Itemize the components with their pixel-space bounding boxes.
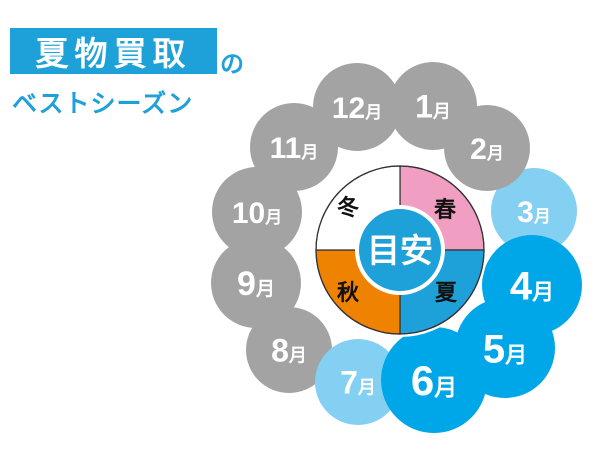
month-label: 3月 — [517, 196, 551, 229]
month-label: 1月 — [415, 89, 451, 125]
month-number: 7 — [340, 365, 358, 401]
month-suffix: 月 — [531, 280, 554, 305]
month-circle — [444, 105, 530, 191]
month-number: 3 — [517, 196, 534, 229]
wheel-outline — [315, 165, 485, 335]
month-suffix: 月 — [433, 375, 457, 401]
month-4: 4月 — [482, 235, 582, 335]
month-number: 6 — [411, 357, 434, 404]
month-number: 5 — [483, 327, 505, 371]
month-number: 11 — [270, 132, 302, 165]
month-label: 7月 — [340, 365, 376, 401]
month-label: 4月 — [510, 264, 554, 308]
season-summer-label: 夏 — [435, 281, 458, 306]
month-12: 12月 — [313, 63, 401, 151]
month-label: 8月 — [271, 333, 307, 369]
month-number: 9 — [237, 265, 256, 303]
month-9: 9月 — [211, 238, 301, 328]
month-circle — [482, 235, 582, 335]
month-label: 6月 — [411, 357, 457, 404]
month-label: 10月 — [232, 197, 282, 230]
month-suffix: 月 — [486, 144, 504, 164]
month-11: 11月 — [250, 103, 338, 191]
month-number: 4 — [510, 264, 533, 308]
center-label: 目安 — [367, 231, 433, 270]
month-suffix: 月 — [504, 343, 527, 368]
month-circle — [491, 168, 577, 254]
month-label: 12月 — [332, 92, 382, 125]
season-winter-label: 冬 — [337, 195, 359, 221]
month-suffix: 月 — [300, 143, 318, 163]
month-suffix: 月 — [288, 346, 307, 367]
month-label: 9月 — [237, 265, 275, 303]
month-circle — [250, 103, 338, 191]
month-10: 10月 — [212, 167, 302, 257]
month-circle — [212, 167, 302, 257]
month-circle — [246, 307, 332, 393]
season-spring-label: 春 — [434, 198, 456, 223]
month-label: 5月 — [483, 327, 527, 371]
month-number: 8 — [271, 333, 289, 369]
month-8: 8月 — [246, 307, 332, 393]
month-2: 2月 — [444, 105, 530, 191]
month-7: 7月 — [315, 339, 401, 425]
month-suffix: 月 — [264, 208, 282, 228]
month-suffix: 月 — [432, 102, 451, 123]
month-label: 2月 — [470, 133, 504, 166]
month-label: 11月 — [270, 132, 319, 165]
month-number: 12 — [332, 92, 365, 125]
month-number: 1 — [415, 89, 433, 125]
month-circle — [315, 339, 401, 425]
month-number: 10 — [232, 197, 265, 230]
month-3: 3月 — [491, 168, 577, 254]
title-particle: の — [220, 50, 244, 78]
month-number: 2 — [470, 133, 487, 166]
subtitle: ベストシーズン — [12, 89, 194, 118]
month-suffix: 月 — [357, 378, 376, 399]
title-banner: 夏物買取 — [10, 28, 217, 74]
month-circle — [211, 238, 301, 328]
month-circle — [313, 63, 401, 151]
center-circle — [355, 205, 445, 295]
season-autumn-label: 秋 — [337, 281, 360, 306]
month-suffix: 月 — [533, 207, 551, 227]
month-suffix: 月 — [255, 278, 275, 300]
month-suffix: 月 — [364, 103, 382, 123]
